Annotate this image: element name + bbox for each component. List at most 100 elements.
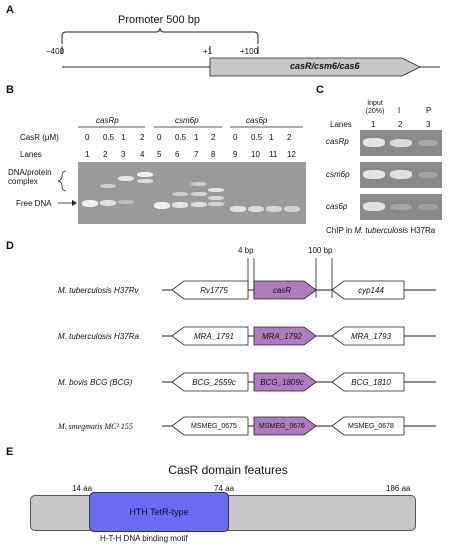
gel-band [230, 206, 246, 212]
gel-band [172, 202, 188, 208]
gel-band [118, 200, 134, 204]
bp4-label: 4 bp [238, 246, 254, 255]
motif-label: H-T-H DNA binding motif [100, 534, 188, 543]
gel-band [208, 202, 224, 206]
chip-caption: ChIP in M. tuberculosis H37Ra [326, 226, 435, 235]
panel-label-d: D [6, 240, 14, 252]
gel-band [208, 188, 224, 192]
chip-blot-csm6p [360, 162, 442, 188]
organism-bcg: M. bovis BCG (BCG) [58, 378, 133, 387]
concentration-value: 0.5 [175, 133, 187, 142]
complex-label: DNA/protein complex [8, 168, 52, 186]
lane-number: 3 [121, 150, 126, 159]
panel-label-b: B [6, 84, 14, 96]
organism-h37ra: M. tuberculosis H37Ra [58, 332, 139, 341]
chip-lane-3: 3 [426, 120, 431, 129]
concentration-value: 2 [287, 133, 292, 142]
free-dna-label: Free DNA [16, 199, 52, 208]
chip-caption-strain: H37Ra [408, 226, 436, 235]
aa14-label: 14 aa [72, 484, 93, 493]
group-label-cas6p: cas6p [246, 116, 268, 125]
concentration-value: 0 [85, 133, 90, 142]
bp100-label: 100 bp [308, 246, 333, 255]
input-label: Input (20%) [365, 100, 385, 115]
panel-d-gene-maps [162, 258, 436, 436]
lane-number: 9 [233, 150, 238, 159]
lane-number: 4 [140, 150, 145, 159]
gene-bcg1809c: BCG_1809c [260, 377, 304, 387]
gene-msmeg0675: MSMEG_0675 [191, 422, 237, 430]
organism-smegmatis: M. smegmatis MC² 155 [58, 422, 133, 431]
position-plus1: +1 [203, 47, 213, 56]
chip-lane-1: 1 [371, 120, 376, 129]
concentration-value: 0.5 [103, 133, 115, 142]
complex-label-line1: DNA/protein [8, 168, 52, 177]
gel-band [100, 184, 116, 188]
panel-a-graphics [61, 27, 440, 77]
concentration-value: 1 [194, 133, 199, 142]
lane-number: 7 [194, 150, 199, 159]
lane-number: 2 [103, 150, 108, 159]
lane-number: 12 [287, 150, 296, 159]
gel-band [154, 202, 170, 209]
position-minus400: −400 [46, 47, 65, 56]
concentration-value: 2 [211, 133, 216, 142]
gel-band [137, 172, 153, 177]
position-plus100: +100 [240, 47, 259, 56]
gene-msmeg0676: MSMEG_0676 [259, 422, 305, 430]
gel-band [118, 176, 134, 181]
lane-number: 6 [175, 150, 180, 159]
gel-band [208, 196, 224, 200]
operon-label: casR/csm6/cas6 [290, 61, 360, 71]
aa74-label: 74 aa [214, 484, 235, 493]
chip-blot-cas6p [360, 194, 442, 220]
gene-rv1775: Rv1775 [200, 285, 228, 295]
concentration-value: 2 [140, 133, 145, 142]
gene-mra1791: MRA_1791 [193, 331, 235, 341]
lane-number: 8 [211, 150, 216, 159]
gel-band [172, 192, 188, 196]
concentration-value: 1 [269, 133, 274, 142]
chip-row-cas6p: cas6p [326, 202, 348, 211]
gene-casr: casR [272, 285, 292, 295]
chip-blot-casrp [360, 130, 442, 156]
lane-number: 1 [85, 150, 90, 159]
panel-label-c: C [316, 84, 324, 96]
aa186-label: 186 aa [386, 484, 411, 493]
gene-cyp144: cyp144 [358, 285, 384, 295]
chip-row-casrp: casRp [326, 137, 349, 146]
gene-bcg2559c: BCG_2559c [192, 377, 236, 387]
chip-row-csm6p: csm6p [326, 170, 350, 179]
gene-mra1792: MRA_1792 [261, 331, 303, 341]
gel-band [191, 202, 207, 207]
lane-number: 5 [157, 150, 162, 159]
organism-h37rv: M. tuberculosis H37Rv [58, 286, 139, 295]
concentration-value: 1 [121, 133, 126, 142]
chip-lanes-label: Lanes [330, 120, 352, 129]
concentration-value: 0 [233, 133, 238, 142]
gel-band [191, 192, 207, 196]
emsa-gel [78, 162, 306, 224]
p-label: P [426, 106, 432, 115]
panel-label-a: A [6, 4, 14, 16]
gel-band [248, 206, 264, 212]
gene-bcg1810: BCG_1810 [351, 377, 391, 387]
chip-caption-organism: M. tuberculosis [354, 226, 409, 235]
gene-msmeg0678: MSMEG_0678 [348, 422, 394, 430]
gel-band [137, 179, 153, 183]
gel-band [284, 206, 300, 212]
domain-title: CasR domain features [168, 463, 288, 477]
casr-concentration-label: CasR (μM) [20, 133, 59, 142]
gene-mra1793: MRA_1793 [350, 331, 392, 341]
panel-b-group-lines [78, 126, 303, 128]
promoter-label: Promoter 500 bp [118, 14, 200, 26]
ip-label: I [398, 106, 401, 115]
chip-lane-2: 2 [398, 120, 403, 129]
lane-number: 11 [269, 150, 278, 159]
concentration-value: 0 [157, 133, 162, 142]
gel-band [266, 206, 282, 212]
panel-label-e: E [6, 446, 14, 458]
chip-caption-prefix: ChIP in [326, 226, 355, 235]
complex-label-line2: complex [8, 177, 38, 186]
group-label-casrp: casRp [96, 116, 119, 125]
